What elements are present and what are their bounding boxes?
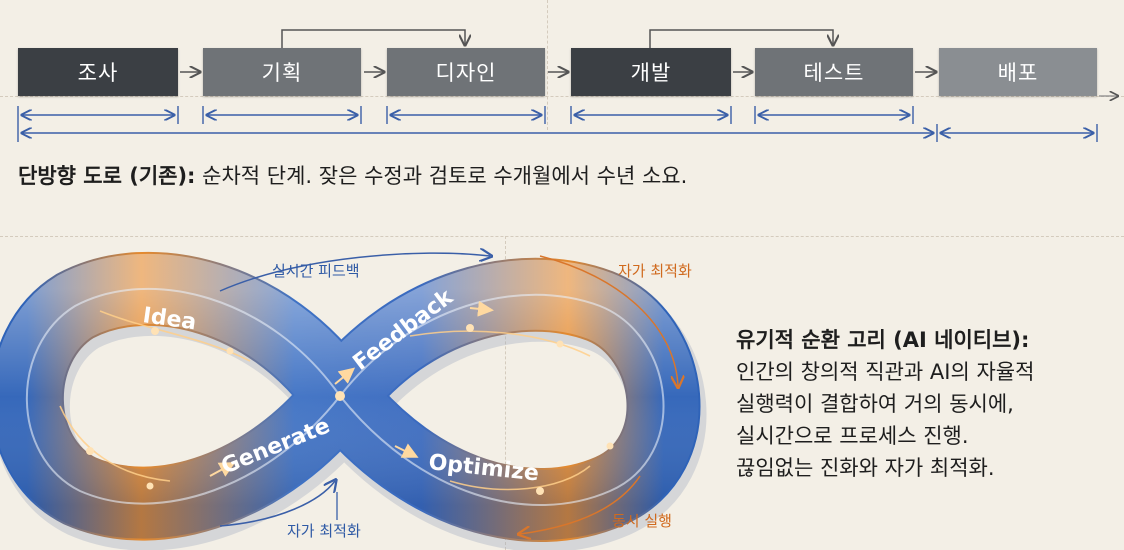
- stage-research: 조사: [18, 48, 178, 96]
- loop-description-line: 실시간으로 프로세스 진행.: [736, 424, 969, 448]
- band-highlight: [0, 253, 699, 541]
- label-realtime-feedback: 실시간 피드백: [272, 262, 360, 280]
- stage-label: 기획: [261, 61, 303, 85]
- flow-arrow: [394, 443, 419, 458]
- loop-description-line: 인간의 창의적 직관과 AI의 자율적: [736, 360, 1035, 384]
- loop-description-title: 유기적 순환 고리 (AI 네이티브):: [736, 328, 1030, 352]
- label-self-optimization-bottom: 자가 최적화: [287, 522, 361, 540]
- linear-description: 단방향 도로 (기존): 순차적 단계. 잦은 수정과 검토로 수개월에서 수년…: [18, 160, 687, 190]
- realtime-feedback-arrow: [219, 253, 490, 292]
- span-markers: [17, 106, 1098, 142]
- stage-development: 개발: [571, 48, 731, 96]
- stage-label: 디자인: [435, 61, 497, 85]
- stage-label: 배포: [997, 61, 1039, 85]
- guide-line: [0, 96, 1124, 97]
- linear-description-text: 순차적 단계. 잦은 수정과 검토로 수개월에서 수년 소요.: [202, 164, 688, 188]
- energy-filaments: [59, 310, 591, 491]
- flow-arrow: [209, 462, 236, 477]
- energy-nodes: [86, 324, 614, 495]
- feedback-loop-arrow: [649, 29, 833, 48]
- label-self-optimization-top: 자가 최적화: [618, 262, 692, 280]
- stage-design: 디자인: [387, 48, 545, 96]
- label-parallel-execution: 동시 실행: [612, 512, 672, 530]
- stage-testing: 테스트: [755, 48, 913, 96]
- loop-description: 유기적 순환 고리 (AI 네이티브): 인간의 창의적 직관과 AI의 자율적…: [736, 324, 1034, 484]
- guide-line: [547, 0, 548, 130]
- loop-description-line: 실행력이 결합하여 거의 동시에,: [736, 392, 1014, 416]
- guide-line: [0, 236, 1124, 237]
- flow-arrow: [469, 300, 494, 317]
- stage-label: 조사: [77, 61, 119, 85]
- linear-description-title: 단방향 도로 (기존):: [18, 164, 196, 188]
- flow-arrow: [334, 367, 356, 385]
- guide-line: [505, 236, 506, 550]
- stage-label: 개발: [630, 61, 672, 85]
- self-optimization-arrow-top: [539, 255, 678, 386]
- stage-planning: 기획: [203, 48, 361, 96]
- feedback-loop-arrow: [281, 29, 465, 48]
- stage-deployment: 배포: [939, 48, 1097, 96]
- parallel-execution-arrow: [520, 475, 641, 534]
- infinity-loop-diagram: Idea Generate Feedback Optimize 실시간 피드백 …: [0, 236, 707, 550]
- loop-description-line: 끊임없는 진화와 자가 최적화.: [736, 456, 995, 480]
- linear-arrows: [17, 29, 1124, 142]
- stage-label: 테스트: [803, 61, 865, 85]
- self-optimization-arrow-bottom: [219, 481, 335, 527]
